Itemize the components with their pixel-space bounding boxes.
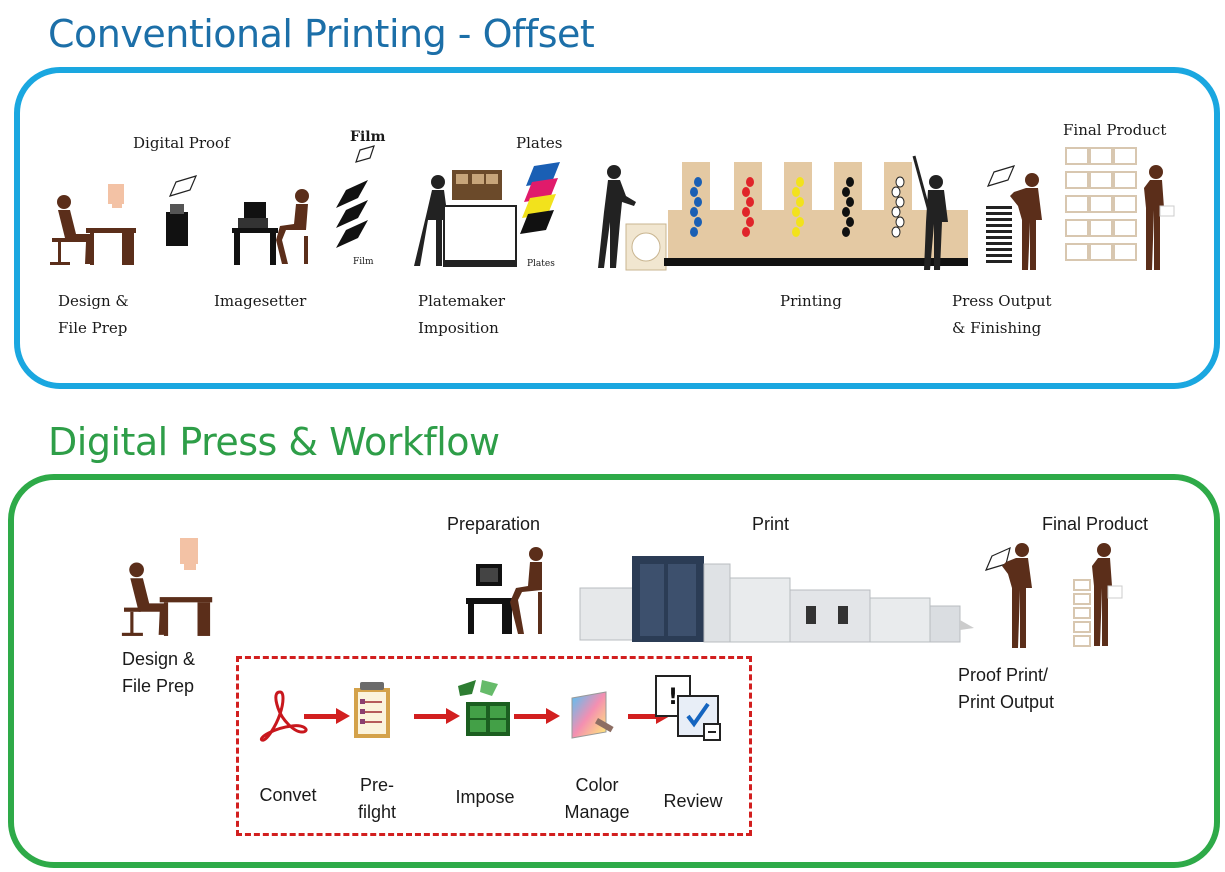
offset-final-product-label: Final Product: [1063, 121, 1167, 139]
digital-section-title: Digital Press & Workflow: [48, 420, 500, 464]
digital-final-product-label: Final Product: [1042, 514, 1149, 534]
digital-press-machine-icon: [579, 556, 974, 643]
ink-roller: [742, 187, 750, 197]
review-icon: !: [655, 675, 721, 741]
step-preflight-label: Pre- filght: [357, 775, 397, 822]
digital-monitor-icon: [180, 538, 198, 570]
ink-roller: [792, 187, 800, 197]
platemaker-operator-icon: [414, 170, 517, 267]
color-manage-icon: [571, 691, 614, 739]
plates-label: Plates: [516, 134, 563, 152]
step-color-manage-label: Color Manage: [564, 775, 630, 822]
ink-roller: [895, 176, 905, 188]
acrobat-icon: [259, 690, 308, 742]
ink-roller: [846, 177, 854, 187]
ink-roller: [891, 206, 901, 218]
ink-roller: [690, 187, 698, 197]
ink-roller: [895, 196, 905, 208]
offset-section-title: Conventional Printing - Offset: [48, 12, 595, 56]
film-sheets-icon: [336, 145, 375, 248]
ink-roller: [846, 217, 854, 227]
digital-final-product-icon: [1073, 543, 1123, 647]
print-label: Print: [752, 514, 790, 534]
film-small-label: Film: [353, 257, 374, 267]
press-output-icon: [986, 165, 1042, 270]
ink-roller: [694, 197, 702, 207]
ink-roller: [895, 216, 905, 228]
ink-roller: [690, 207, 698, 217]
step-impose-label: Impose: [455, 787, 515, 807]
ink-rollers: [690, 176, 905, 238]
ink-roller: [842, 227, 850, 237]
film-label: Film: [350, 129, 386, 145]
ink-roller: [796, 177, 804, 187]
platemaker-label: Platemaker Imposition: [418, 292, 506, 337]
ink-roller: [694, 217, 702, 227]
ink-roller: [742, 207, 750, 217]
proof-print-operator-icon: [984, 543, 1032, 648]
workflow-box: [236, 656, 752, 836]
ink-roller: [792, 227, 800, 237]
ink-roller: [891, 186, 901, 198]
svg-text:!: !: [668, 685, 678, 710]
ink-roller: [796, 197, 804, 207]
ink-roller: [846, 197, 854, 207]
final-product-stack-icon: [1065, 147, 1175, 270]
ink-roller: [842, 207, 850, 217]
preparation-operator-icon: [466, 547, 543, 634]
ink-roller: [796, 217, 804, 227]
proof-print-label: Proof Print/ Print Output: [958, 665, 1055, 712]
plates-small-label: Plates: [527, 259, 555, 269]
digital-panel: [8, 474, 1220, 868]
digital-designer-at-desk-icon: [121, 562, 213, 636]
ink-roller: [746, 197, 754, 207]
step-convet-label: Convet: [259, 785, 317, 805]
impose-icon: [458, 680, 510, 736]
offset-panel: [14, 67, 1220, 389]
ink-roller: [792, 207, 800, 217]
color-plates-icon: [520, 162, 560, 234]
digital-design-label: Design & File Prep: [122, 649, 196, 696]
press-output-label: Press Output & Finishing: [952, 292, 1052, 337]
proof-printer-icon: [166, 175, 198, 246]
step-review-label: Review: [663, 791, 723, 811]
ink-roller: [891, 226, 901, 238]
imagesetter-label: Imagesetter: [214, 292, 307, 310]
printing-label: Printing: [780, 292, 842, 310]
preparation-label: Preparation: [447, 514, 541, 534]
ink-roller: [742, 227, 750, 237]
imagesetter-operator-icon: [232, 189, 309, 265]
ink-roller: [694, 177, 702, 187]
ink-roller: [842, 187, 850, 197]
ink-roller: [746, 177, 754, 187]
offset-design-label: Design & File Prep: [58, 292, 129, 337]
printing-press-icon: [598, 155, 968, 271]
digital-proof-label: Digital Proof: [133, 134, 230, 152]
ink-roller: [690, 227, 698, 237]
computer-monitor-icon: [108, 184, 124, 208]
checklist-icon: [354, 682, 390, 738]
ink-roller: [746, 217, 754, 227]
